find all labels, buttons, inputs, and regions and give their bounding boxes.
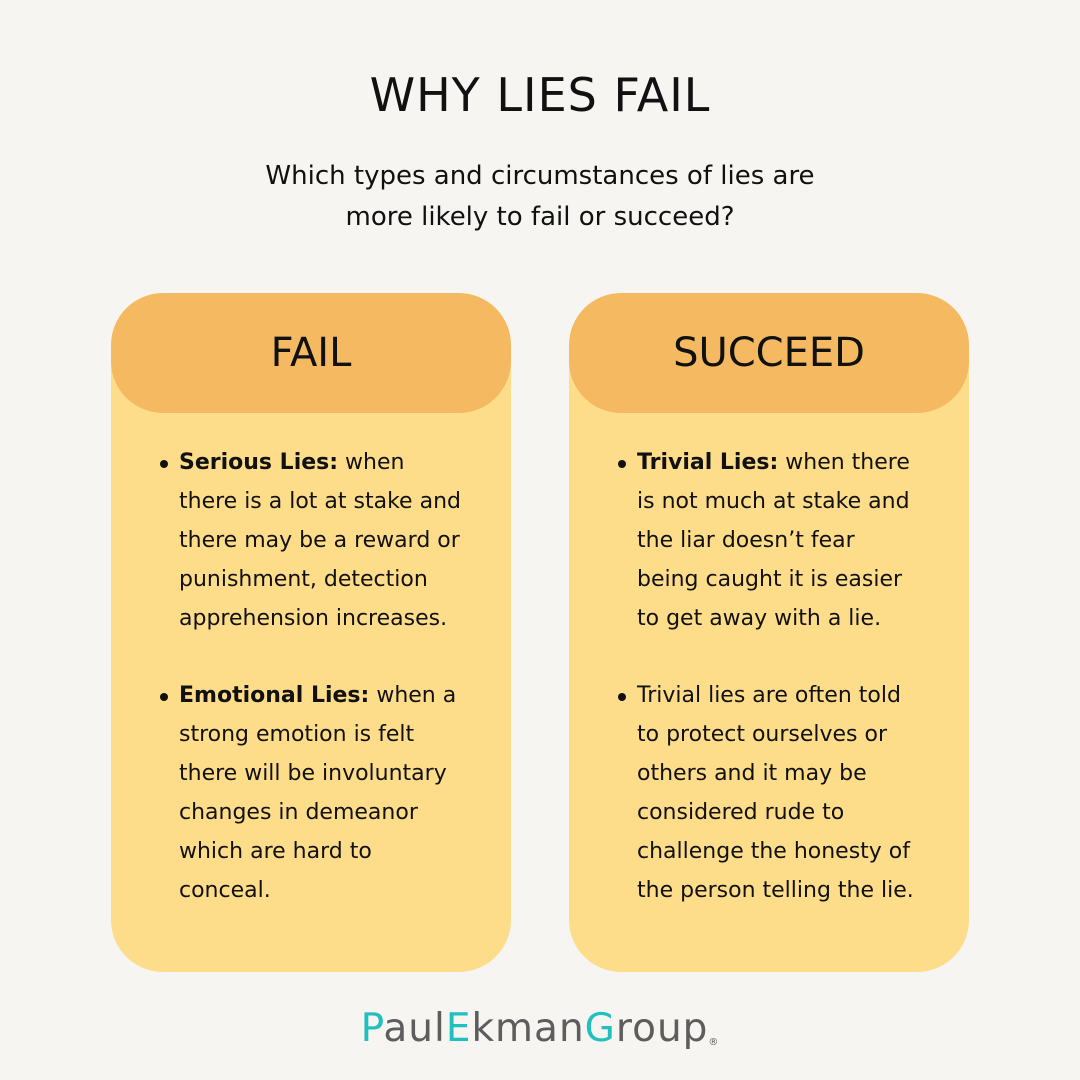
succeed-list: Trivial Lies: when there is not much at … [618,443,923,948]
page-subtitle: Which types and circumstances of lies ar… [265,161,815,232]
paul-ekman-group-logo: PaulEkmanGroup® [360,1006,720,1051]
succeed-heading: SUCCEED [569,293,969,413]
list-item: Trivial lies are often told to protect o… [618,676,923,910]
item-text: when there is not much at stake and the … [637,450,910,631]
item-text: Trivial lies are often told to protect o… [637,683,914,903]
fail-heading: FAIL [111,293,511,413]
page-title: WHY LIES FAIL [369,68,711,122]
succeed-card: SUCCEED Trivial Lies: when there is not … [569,293,969,972]
item-text: when a strong emotion is felt there will… [179,683,457,903]
item-label: Emotional Lies: [179,683,370,708]
item-label: Serious Lies: [179,450,339,475]
list-item: Serious Lies: when there is a lot at sta… [160,443,465,638]
fail-card: FAIL Serious Lies: when there is a lot a… [111,293,511,972]
item-label: Trivial Lies: [637,450,779,475]
fail-list: Serious Lies: when there is a lot at sta… [160,443,465,948]
list-item: Trivial Lies: when there is not much at … [618,443,923,638]
item-text: when there is a lot at stake and there m… [179,450,461,631]
list-item: Emotional Lies: when a strong emotion is… [160,676,465,910]
